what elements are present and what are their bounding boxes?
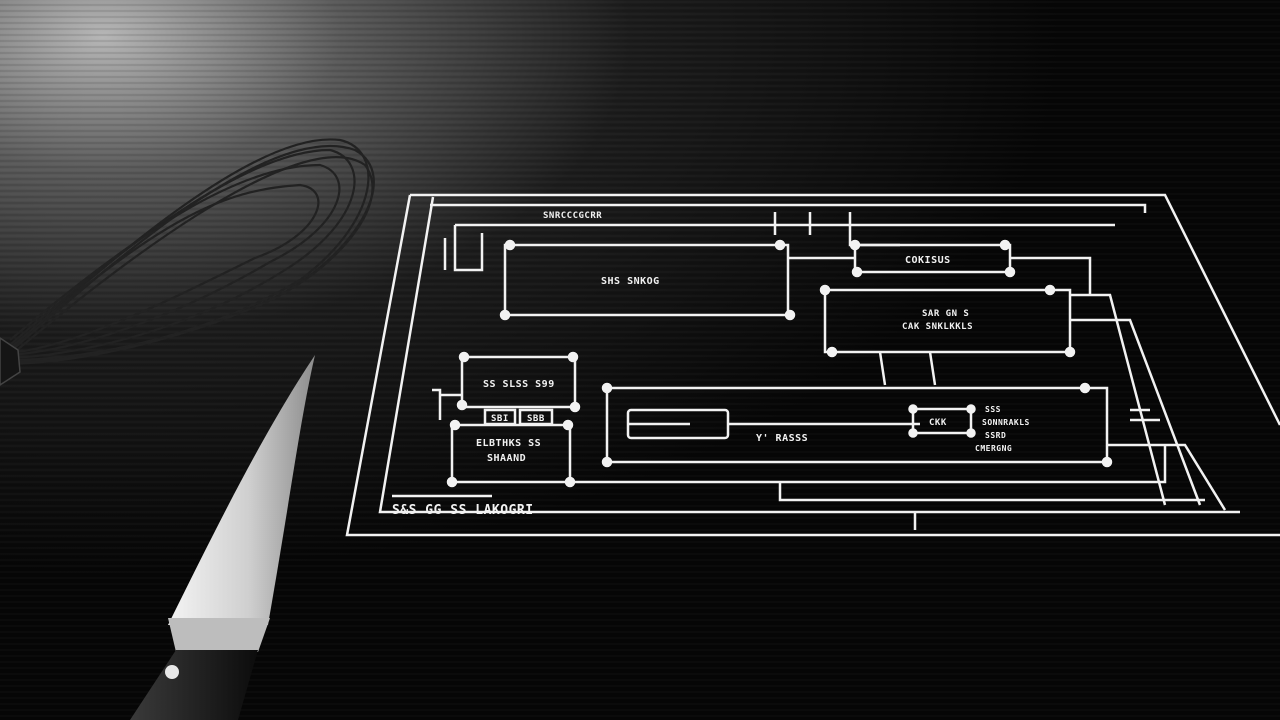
tag-right-text: SBB bbox=[527, 414, 545, 424]
box-c-line2: CAK SNKLKKLS bbox=[902, 322, 973, 332]
whisk-handle bbox=[0, 337, 21, 386]
right-label-4: CMERGNG bbox=[975, 444, 1012, 453]
box-long bbox=[605, 386, 1109, 464]
mini-box bbox=[911, 407, 973, 435]
right-label-1: SSS bbox=[985, 405, 1001, 414]
knife-icon bbox=[130, 355, 315, 720]
box-e-line1: ELBTHKS SS bbox=[476, 438, 541, 449]
box-d bbox=[460, 355, 577, 409]
footer-text: S&S GG SS LAKOGRI bbox=[392, 503, 534, 518]
box-e-line2: SHAAND bbox=[487, 453, 526, 464]
box-d-text: SS SLSS S99 bbox=[483, 379, 555, 390]
long-box-text: Y' RASSS bbox=[756, 433, 808, 444]
box-c-line1: SAR GN S bbox=[922, 309, 969, 319]
box-e bbox=[450, 423, 572, 484]
flowchart-diagram bbox=[345, 193, 1280, 537]
tag-left-text: SBI bbox=[491, 414, 509, 424]
header-text: SNRCCCGCRR bbox=[543, 211, 602, 221]
box-b-text: COKISUS bbox=[905, 255, 951, 266]
inner-frame bbox=[378, 196, 1240, 514]
right-label-2: SONNRAKLS bbox=[982, 418, 1030, 427]
box-a-text: SHS SNKOG bbox=[601, 276, 660, 287]
whisk-icon bbox=[9, 138, 375, 366]
right-label-3: SSRD bbox=[985, 431, 1006, 440]
box-a bbox=[503, 243, 790, 317]
outer-frame bbox=[345, 193, 1280, 537]
mini-box-text: CKK bbox=[929, 418, 947, 428]
